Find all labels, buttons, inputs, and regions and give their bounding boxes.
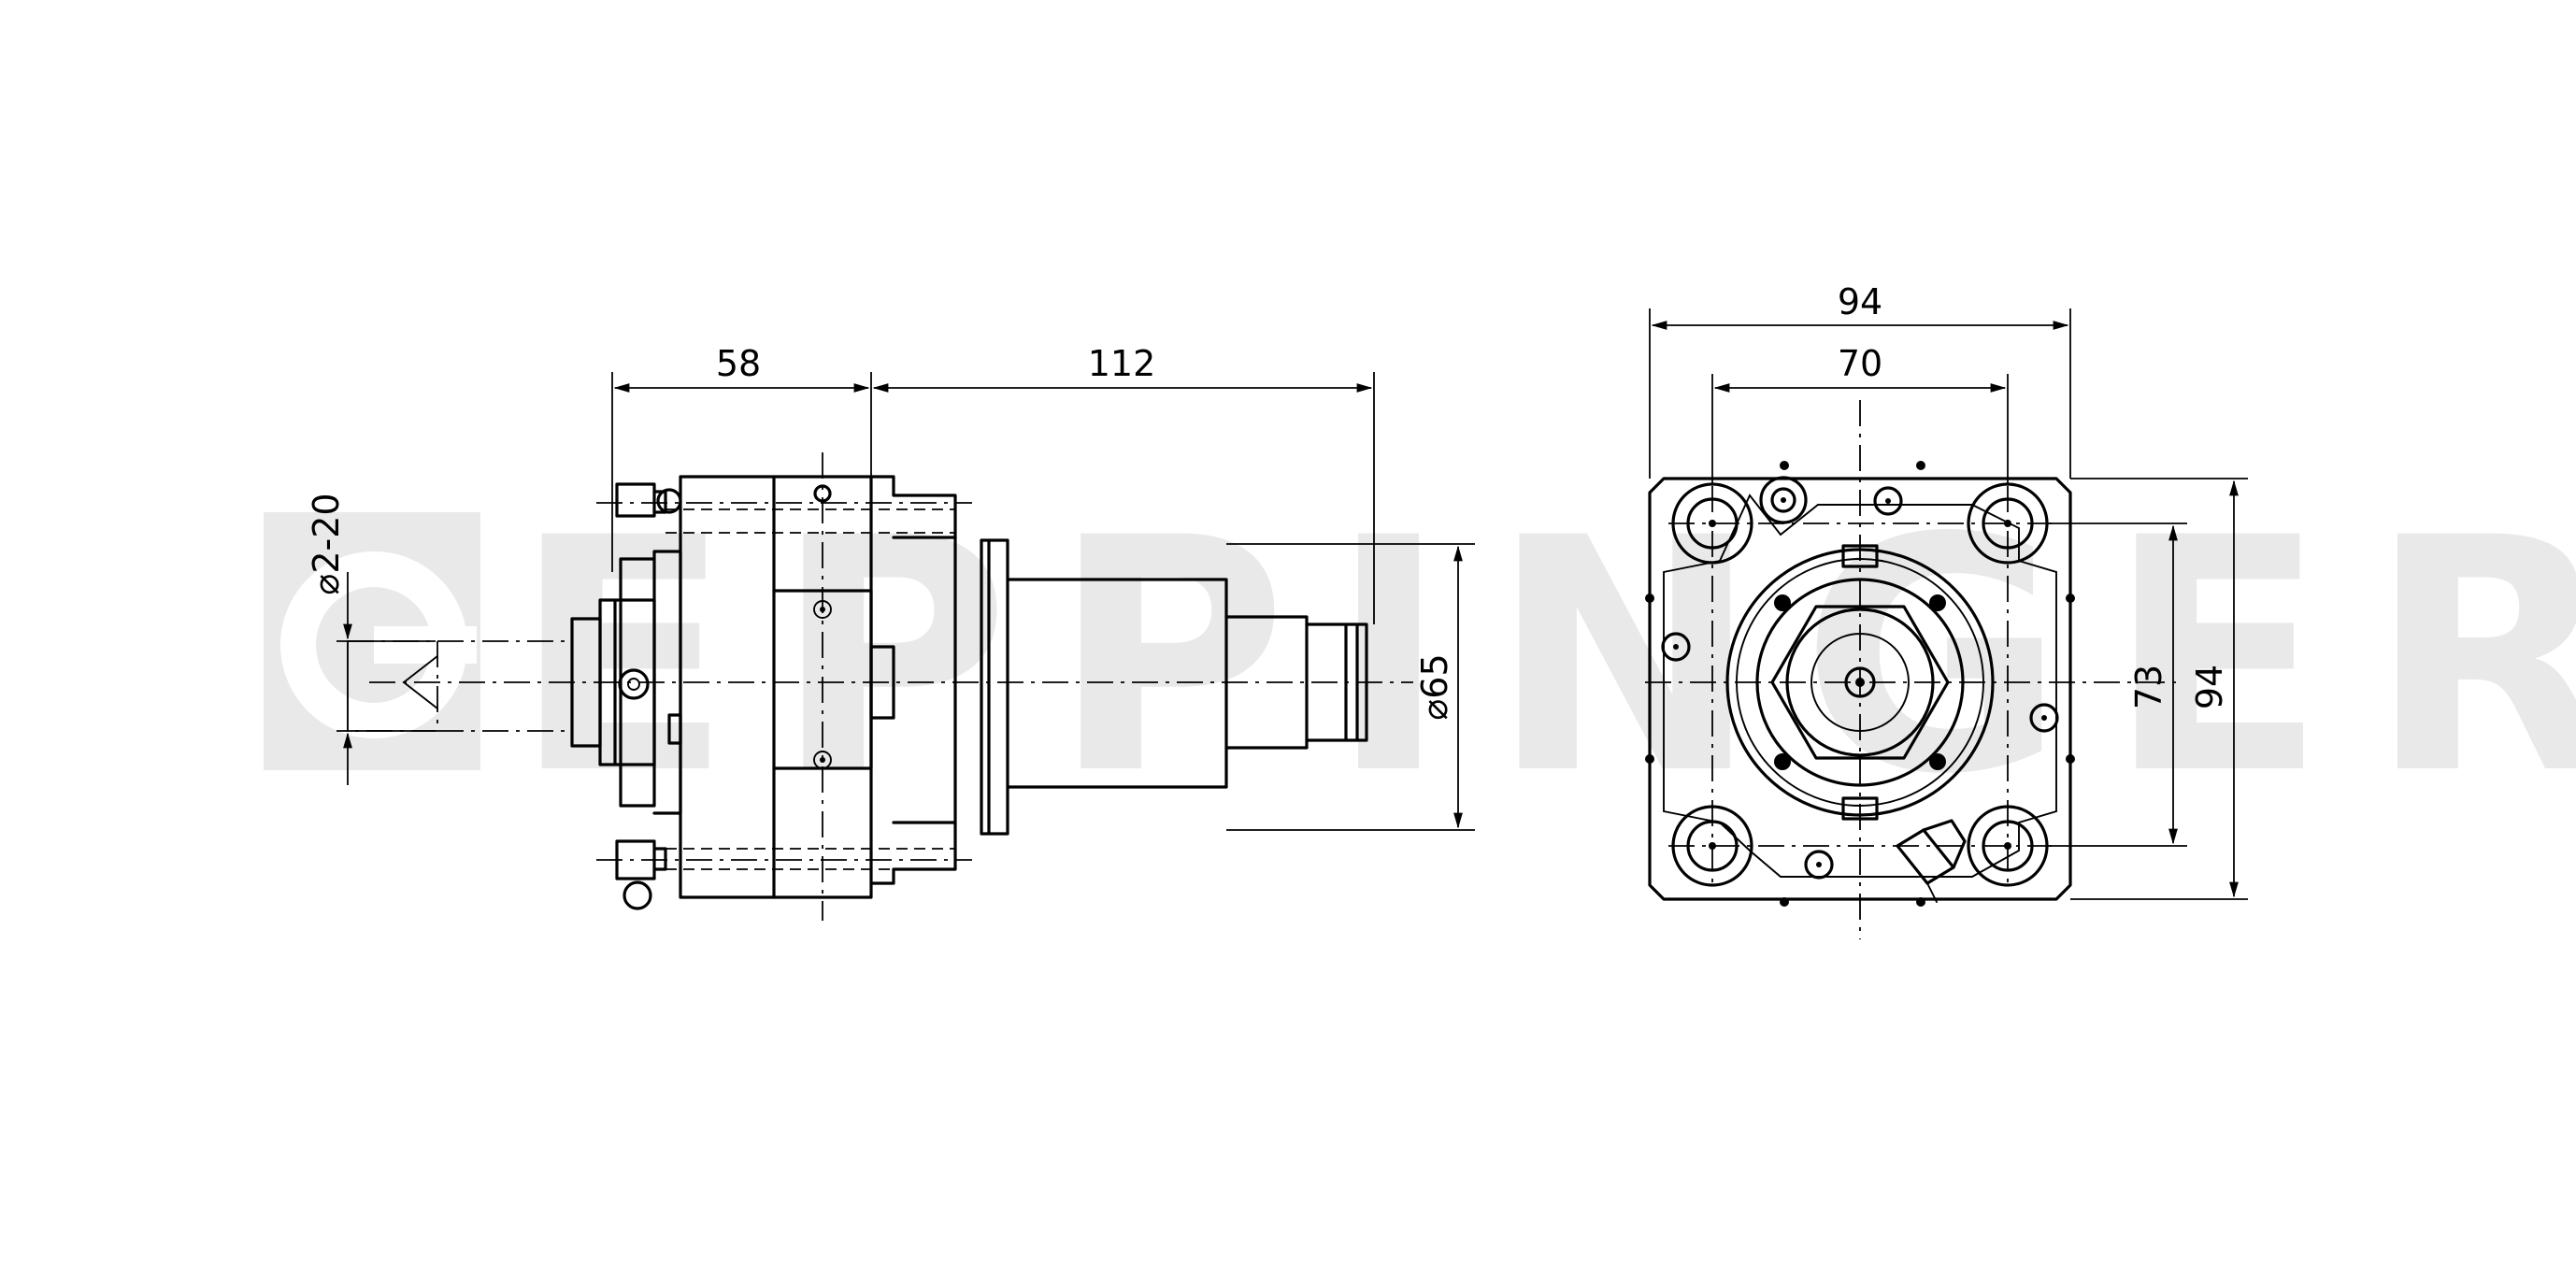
spindle-center-inner	[1855, 678, 1865, 687]
collet-cone	[402, 655, 438, 709]
edge-dots	[1645, 461, 2075, 907]
side-view	[347, 452, 1413, 921]
collet-hex-nut	[1770, 605, 1950, 760]
key-slot-bottom	[1841, 796, 1879, 821]
main-housing	[679, 475, 873, 899]
dim-label-58: 58	[716, 343, 761, 384]
bolt-shaft-bottom	[665, 848, 955, 870]
key-slot-top	[1841, 544, 1879, 568]
front-bolt-stub-top	[615, 482, 667, 518]
bearing-ring	[1755, 578, 1965, 787]
front-bolt-stub-bottom	[615, 839, 667, 880]
screw-left	[1661, 632, 1691, 662]
spindle-center-outer	[1844, 666, 1876, 698]
front-view-dimensions: 94 70 73 94	[1649, 281, 2248, 900]
dim-label-d65: ⌀65	[1414, 653, 1455, 720]
dim-label-h94: 94	[2189, 665, 2230, 709]
front-inner-contour	[1663, 494, 2057, 878]
fitting-bottom	[623, 880, 652, 910]
dim-label-h73: 73	[2128, 665, 2169, 709]
front-housing	[619, 557, 656, 808]
dim-label-d2-20: ⌀2-20	[306, 493, 347, 594]
fitting-housing-top	[813, 484, 832, 503]
key-plate	[869, 645, 895, 720]
bearing-housing-inner	[1736, 558, 1984, 807]
dim-label-w70: 70	[1838, 343, 1882, 384]
screw-bottom-center	[1804, 850, 1834, 880]
collet-nut-bore	[1785, 608, 1935, 757]
bearing-housing-outer	[1725, 548, 1995, 817]
fitting-top	[656, 488, 682, 514]
watermark-logo-cut	[374, 626, 477, 664]
screw-right	[2029, 703, 2059, 733]
shank-cylinder	[1006, 578, 1228, 789]
collet-lock-screw-hole	[627, 678, 640, 691]
rear-flange	[869, 475, 957, 885]
dim-label-112: 112	[1088, 343, 1156, 384]
screw-top-left	[1759, 476, 1808, 524]
screw-top-center	[1873, 486, 1903, 516]
rear-flange-step	[892, 536, 957, 824]
coolant-fitting	[1896, 819, 1967, 903]
bolt-shaft-top	[665, 508, 955, 534]
bearing-screws	[1774, 594, 1946, 770]
drive-tenon	[1305, 623, 1368, 742]
dim-label-w94: 94	[1838, 281, 1882, 322]
flange-ring	[980, 538, 1009, 836]
collet-bore	[1810, 633, 1910, 732]
front-view	[1645, 400, 2182, 939]
side-view-dimensions: 58 112 ⌀65 ⌀2-20	[306, 343, 1475, 831]
front-housing-outline	[1648, 477, 2072, 901]
shank-tail	[1224, 615, 1309, 750]
